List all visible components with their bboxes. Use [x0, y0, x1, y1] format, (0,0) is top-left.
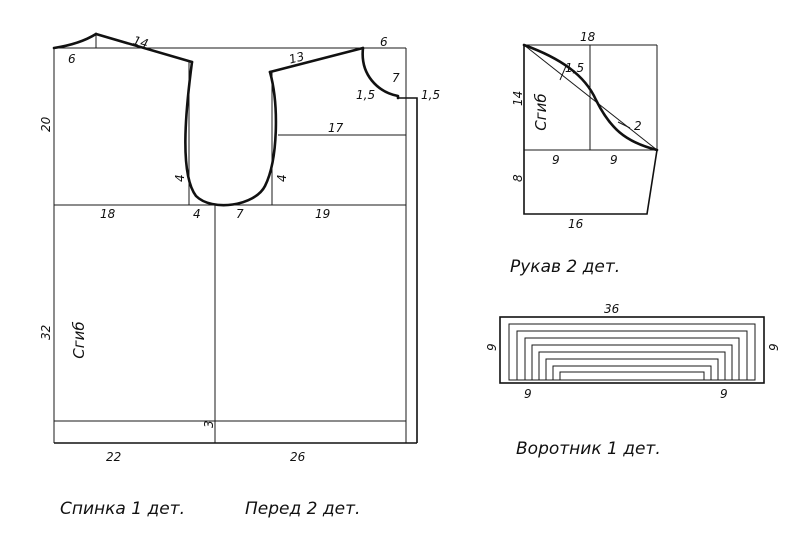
label-collar-left: 9	[485, 343, 499, 351]
label-front-neck: 6	[380, 35, 388, 49]
placket-outline	[398, 97, 418, 443]
label-under-back: 4	[193, 207, 201, 221]
label-collar-right: 9	[767, 343, 781, 351]
collar-line-7	[552, 365, 712, 381]
label-hem: 3	[202, 420, 216, 428]
collar-line-8	[559, 371, 705, 381]
label-sleeve-top: 18	[580, 30, 596, 44]
label-hem-back: 22	[106, 450, 121, 464]
caption-sleeve: Рукав 2 дет.	[510, 257, 620, 277]
back-neckline	[52, 32, 98, 50]
collar-line-6	[545, 358, 719, 381]
label-hem-front: 26	[290, 450, 306, 464]
collar-outline	[499, 316, 765, 384]
back-shoulder-seam	[94, 32, 194, 64]
sleeve-pattern: 18 1,5 2 14 Сгиб 9 9 8 16	[511, 30, 659, 231]
bodice-pattern: 6 14 13 6 7 1,5 1,5 20 17 4 4 18 4 7 19 …	[39, 32, 440, 464]
label-placket-2: 1,5	[421, 88, 440, 102]
label-chest-front: 17	[328, 121, 344, 135]
label-sleeve-curve-1: 1,5	[565, 61, 584, 75]
label-back-neck: 6	[68, 52, 76, 66]
front-shoulder-seam	[268, 46, 365, 74]
collar-pattern: 36 9 9 9 9	[485, 302, 781, 401]
sleeve-fold-edge	[523, 45, 658, 215]
label-chest-back: 18	[100, 207, 116, 221]
label-front-neck-drop: 7	[392, 71, 400, 85]
label-sleeve-bottom: 16	[568, 217, 584, 231]
label-sleeve-lower-height: 8	[511, 174, 525, 182]
label-sleeve-mid-left: 9	[552, 153, 560, 167]
caption-front: Перед 2 дет.	[245, 499, 360, 519]
label-collar-top: 36	[604, 302, 620, 316]
sleeve-fold-label: Сгиб	[532, 93, 550, 130]
label-armhole-back: 4	[173, 174, 187, 182]
label-armhole-front: 4	[275, 174, 289, 182]
collar-line-4	[531, 344, 733, 381]
caption-back: Спинка 1 дет.	[60, 499, 185, 519]
label-under-front: 7	[236, 207, 244, 221]
bodice-fold-label: Сгиб	[70, 321, 88, 358]
label-front-shoulder: 13	[288, 49, 306, 66]
caption-collar: Воротник 1 дет.	[516, 439, 661, 459]
label-sleeve-curve-2: 2	[634, 119, 642, 133]
sleeve-tick-2	[617, 121, 631, 129]
front-neckline	[361, 46, 400, 100]
sleeve-cap-diagonal	[523, 44, 658, 151]
sleeve-tick-1	[559, 65, 567, 81]
label-sleeve-mid-right: 9	[610, 153, 618, 167]
armhole-curve	[184, 60, 278, 207]
label-placket-1: 1,5	[356, 88, 375, 102]
label-collar-bottom-left: 9	[524, 387, 532, 401]
label-sleeve-cap-height: 14	[511, 91, 525, 106]
label-collar-bottom-right: 9	[720, 387, 728, 401]
label-back-shoulder: 14	[131, 33, 150, 51]
label-length-lower: 32	[39, 325, 53, 340]
label-armhole-depth: 20	[39, 116, 53, 132]
sleeve-cap-curve	[522, 43, 659, 152]
label-chest-front-full: 19	[315, 207, 330, 221]
